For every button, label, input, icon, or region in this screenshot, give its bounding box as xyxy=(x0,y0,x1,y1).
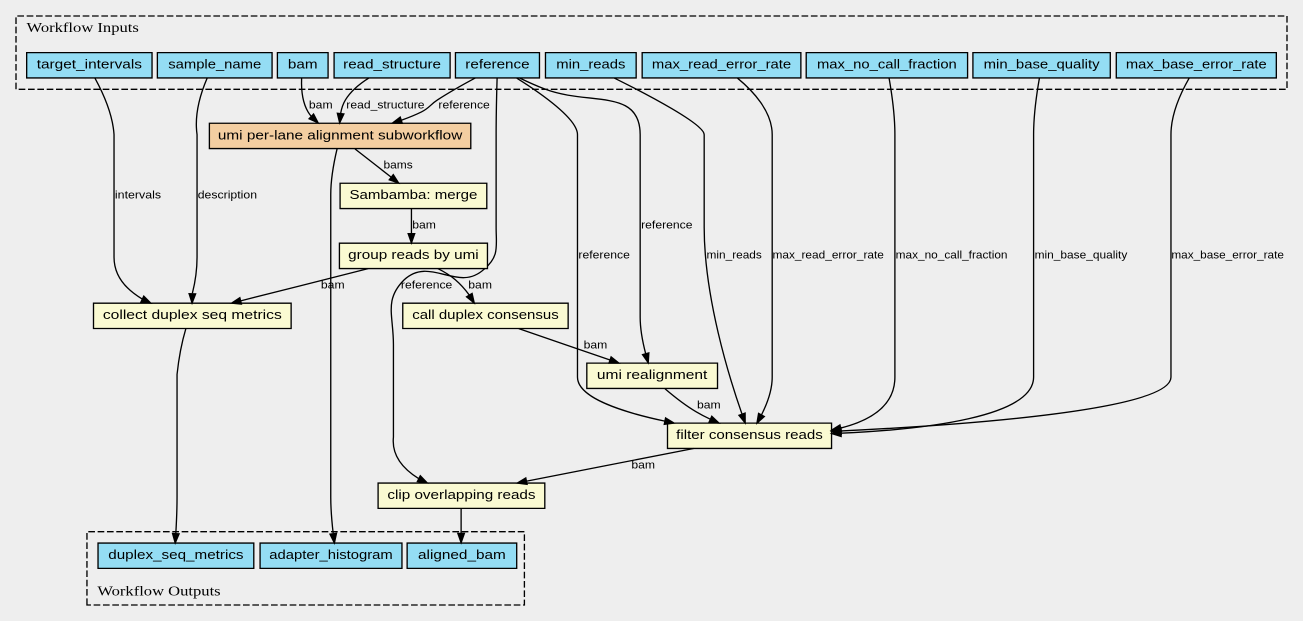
svg-text:max_read_error_rate: max_read_error_rate xyxy=(652,57,791,72)
svg-text:reference: reference xyxy=(465,57,529,72)
svg-text:collect duplex seq metrics: collect duplex seq metrics xyxy=(103,307,282,322)
svg-text:filter consensus reads: filter consensus reads xyxy=(676,427,823,442)
svg-text:bam: bam xyxy=(288,57,318,72)
svg-text:bam: bam xyxy=(412,219,436,231)
svg-text:group reads by umi: group reads by umi xyxy=(348,247,479,262)
svg-text:description: description xyxy=(198,189,257,201)
svg-text:reference: reference xyxy=(438,99,489,111)
svg-text:reference: reference xyxy=(641,219,692,231)
svg-text:intervals: intervals xyxy=(115,189,161,201)
svg-text:target_intervals: target_intervals xyxy=(37,57,143,72)
svg-text:adapter_histogram: adapter_histogram xyxy=(269,547,392,562)
svg-text:read_structure: read_structure xyxy=(343,57,441,72)
svg-text:duplex_seq_metrics: duplex_seq_metrics xyxy=(108,547,244,562)
svg-text:min_reads: min_reads xyxy=(707,249,762,261)
svg-text:bam: bam xyxy=(631,459,655,471)
svg-text:max_base_error_rate: max_base_error_rate xyxy=(1126,57,1267,72)
svg-text:bams: bams xyxy=(383,159,412,171)
svg-text:reference: reference xyxy=(401,279,452,291)
svg-text:sample_name: sample_name xyxy=(168,57,261,72)
svg-text:max_no_call_fraction: max_no_call_fraction xyxy=(896,249,1008,261)
svg-text:max_no_call_fraction: max_no_call_fraction xyxy=(817,57,957,72)
svg-text:max_read_error_rate: max_read_error_rate xyxy=(772,249,884,261)
svg-text:Workflow Outputs: Workflow Outputs xyxy=(97,585,220,600)
svg-text:Sambamba: merge: Sambamba: merge xyxy=(349,187,477,202)
svg-text:umi realignment: umi realignment xyxy=(597,367,708,382)
svg-text:clip overlapping reads: clip overlapping reads xyxy=(387,487,535,502)
svg-text:call duplex consensus: call duplex consensus xyxy=(412,307,559,322)
svg-text:bam: bam xyxy=(697,399,721,411)
svg-text:bam: bam xyxy=(584,339,608,351)
svg-text:min_base_quality: min_base_quality xyxy=(1035,249,1128,261)
svg-text:umi per-lane alignment subwork: umi per-lane alignment subworkflow xyxy=(218,127,463,142)
svg-text:max_base_error_rate: max_base_error_rate xyxy=(1171,249,1284,261)
svg-text:bam: bam xyxy=(468,279,492,291)
svg-text:read_structure: read_structure xyxy=(346,99,424,111)
svg-text:reference: reference xyxy=(578,249,629,261)
svg-text:Workflow Inputs: Workflow Inputs xyxy=(27,21,139,36)
svg-text:aligned_bam: aligned_bam xyxy=(418,547,506,562)
svg-text:min_reads: min_reads xyxy=(556,57,625,72)
svg-text:min_base_quality: min_base_quality xyxy=(984,57,1100,72)
svg-text:bam: bam xyxy=(309,99,333,111)
svg-text:bam: bam xyxy=(321,279,345,291)
